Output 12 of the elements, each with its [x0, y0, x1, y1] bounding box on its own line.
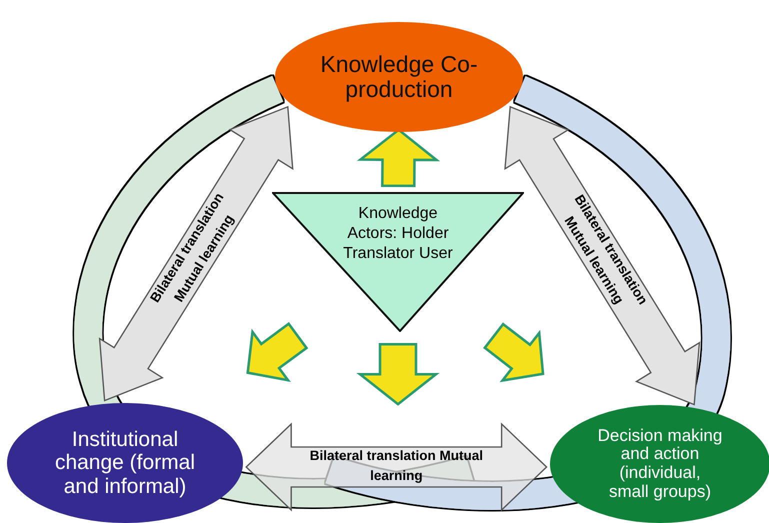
node-label: Institutional change (formal and informal): [54, 428, 196, 498]
double-arrow: [245, 422, 548, 512]
block-arrow: [356, 342, 440, 406]
block-arrow: [483, 322, 544, 382]
node-label: Knowledge Co-production: [319, 52, 479, 102]
node-label: Decision making and action (individual, small groups): [598, 426, 722, 502]
double-arrow: [504, 106, 700, 406]
node-label: Knowledge Actors: Holder Translator User: [342, 204, 454, 264]
block-arrow: [246, 322, 308, 382]
triangle-node: [272, 192, 524, 332]
edge-label: Bilateral translation Mutual learning: [308, 447, 484, 486]
double-arrow: [98, 106, 294, 402]
